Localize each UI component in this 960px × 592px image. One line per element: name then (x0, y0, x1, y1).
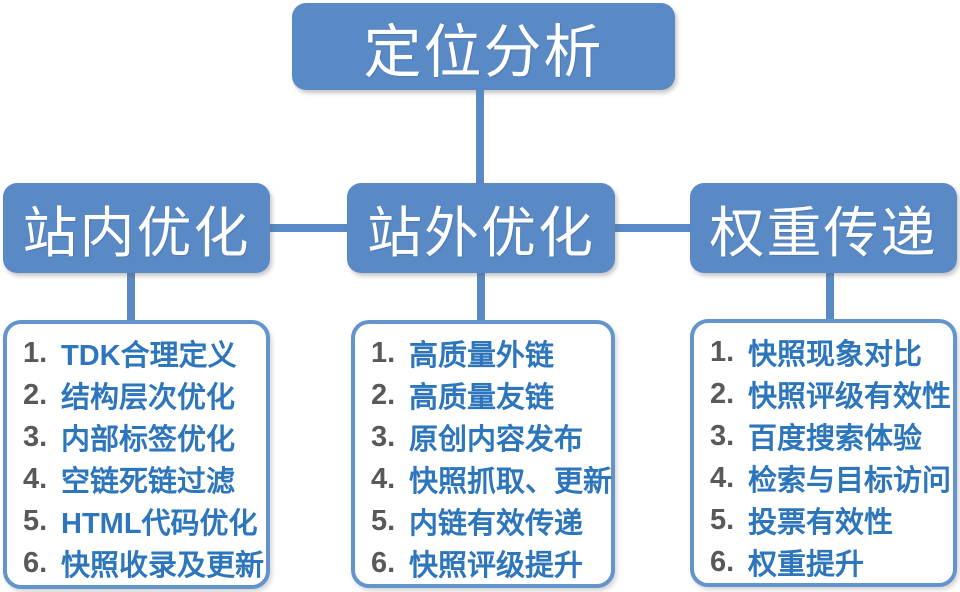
item-text: 内链有效传递 (409, 508, 584, 540)
item-number: 3. (710, 419, 735, 452)
connector-root-to-offsite (476, 88, 484, 185)
list-item: 3. 内部标签优化 (23, 416, 262, 458)
item-text: 内部标签优化 (61, 424, 236, 456)
branch-node-offsite-optimization: 站外优化 (347, 183, 615, 273)
item-number: 1. (710, 335, 735, 368)
branch-node-label: 权重传递 (709, 202, 938, 264)
item-text: 高质量外链 (409, 340, 555, 372)
root-node-label: 定位分析 (363, 19, 604, 85)
branch-node-label: 站外优化 (366, 202, 595, 264)
list-item: 2. 结构层次优化 (23, 374, 262, 416)
item-number: 2. (710, 377, 735, 410)
list-box-offsite-optimization: 1. 高质量外链 2. 高质量友链 3. 原创内容发布 4. 快照抓取、更新 5… (351, 320, 615, 588)
item-text: HTML代码优化 (61, 508, 258, 540)
list-item: 3. 百度搜索体验 (710, 415, 949, 457)
item-text: 权重提升 (748, 549, 865, 581)
item-number: 3. (371, 420, 396, 453)
item-text: 空链死链过滤 (61, 466, 236, 498)
item-text: 快照评级提升 (409, 550, 584, 582)
list-item: 5. HTML代码优化 (23, 500, 262, 542)
list-item: 2. 高质量友链 (371, 374, 607, 416)
list-item: 3. 原创内容发布 (371, 416, 607, 458)
connector-onsite-to-offsite (268, 224, 349, 232)
connector-weight-to-list (826, 271, 834, 320)
item-number: 2. (371, 378, 396, 411)
branch-node-label: 站内优化 (22, 202, 251, 264)
list-box-onsite-optimization: 1. TDK合理定义 2. 结构层次优化 3. 内部标签优化 4. 空链死链过滤… (3, 320, 270, 589)
item-number: 5. (710, 503, 735, 536)
item-text: 百度搜索体验 (748, 423, 923, 455)
list-item: 1. 快照现象对比 (710, 331, 949, 373)
item-number: 6. (710, 545, 735, 578)
item-text: 快照收录及更新 (61, 550, 265, 582)
list-item: 5. 投票有效性 (710, 499, 949, 541)
item-number: 6. (371, 546, 396, 579)
item-number: 2. (23, 378, 48, 411)
list-item: 6. 快照评级提升 (371, 542, 607, 584)
item-text: TDK合理定义 (61, 340, 237, 372)
item-text: 快照评级有效性 (748, 381, 952, 413)
item-text: 快照抓取、更新 (409, 466, 613, 498)
item-text: 投票有效性 (748, 507, 894, 539)
item-number: 1. (371, 336, 396, 369)
item-number: 6. (23, 546, 48, 579)
list-box-weight-transfer: 1. 快照现象对比 2. 快照评级有效性 3. 百度搜索体验 4. 检索与目标访… (690, 319, 957, 587)
root-node-positioning-analysis: 定位分析 (292, 3, 675, 90)
item-text: 结构层次优化 (61, 382, 236, 414)
item-text: 原创内容发布 (409, 424, 584, 456)
connector-offsite-to-weight (613, 224, 692, 232)
item-number: 5. (371, 504, 396, 537)
list-item: 1. TDK合理定义 (23, 332, 262, 374)
list-item: 2. 快照评级有效性 (710, 373, 952, 415)
list-item: 4. 快照抓取、更新 (371, 458, 612, 500)
item-text: 高质量友链 (409, 382, 555, 414)
item-number: 4. (23, 462, 48, 495)
item-number: 4. (710, 461, 735, 494)
list-item: 4. 检索与目标访问 (710, 457, 952, 499)
item-number: 5. (23, 504, 48, 537)
list-item: 5. 内链有效传递 (371, 500, 607, 542)
connector-offsite-to-list (477, 271, 485, 321)
list-item: 1. 高质量外链 (371, 332, 607, 374)
item-number: 3. (23, 420, 48, 453)
item-text: 快照现象对比 (748, 339, 923, 371)
item-text: 检索与目标访问 (748, 465, 952, 497)
list-item: 6. 快照收录及更新 (23, 542, 265, 584)
list-item: 6. 权重提升 (710, 541, 949, 583)
branch-node-weight-transfer: 权重传递 (690, 183, 957, 273)
item-number: 4. (371, 462, 396, 495)
item-number: 1. (23, 336, 48, 369)
connector-onsite-to-list (127, 271, 135, 321)
branch-node-onsite-optimization: 站内优化 (3, 183, 270, 273)
list-item: 4. 空链死链过滤 (23, 458, 262, 500)
